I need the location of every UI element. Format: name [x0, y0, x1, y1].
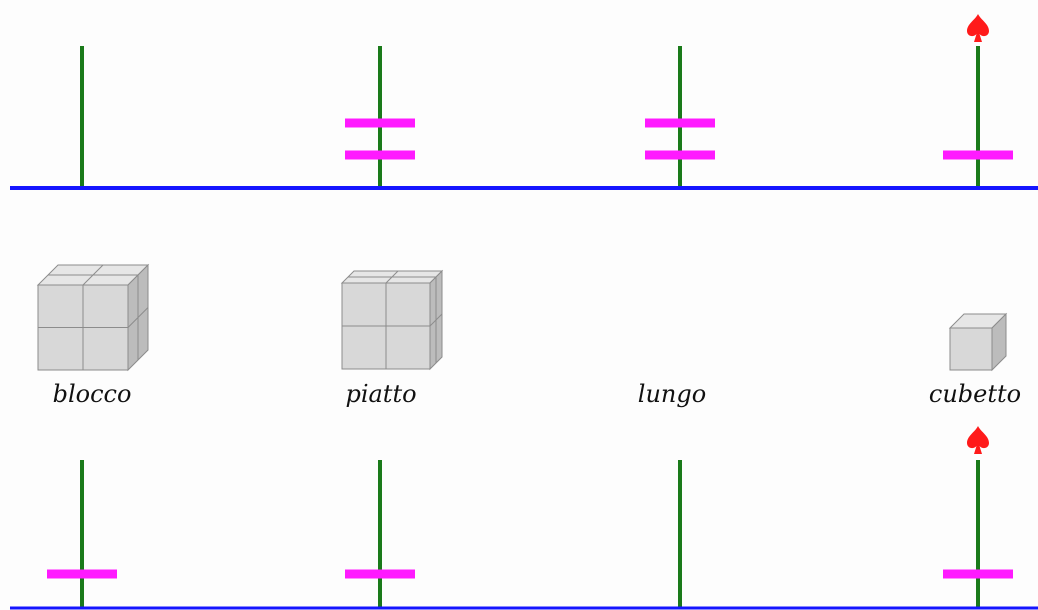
abacus-bead-bar — [943, 569, 1013, 579]
spade-shape — [967, 426, 989, 454]
abacus-column-4 — [943, 426, 1013, 608]
cube-front-face — [949, 327, 993, 371]
label-blocco: blocco — [53, 380, 132, 408]
abacus-bead-bar — [345, 118, 415, 128]
bottom-abacus-panel — [10, 426, 1038, 610]
abacus-column-4 — [943, 14, 1013, 188]
abacus-column-2 — [345, 46, 415, 188]
abacus-bead-bar — [345, 150, 415, 160]
abacus-column-3 — [645, 46, 715, 188]
spade-icon — [967, 426, 989, 454]
abacus-bead-bar — [47, 569, 117, 579]
abacus-column-2 — [345, 460, 415, 608]
label-lungo: lungo — [638, 380, 706, 408]
flat-block-icon — [340, 269, 444, 371]
abacus-bead-bar — [345, 569, 415, 579]
abacus-bead-bar — [943, 150, 1013, 160]
label-cubetto: cubetto — [929, 380, 1021, 408]
spade-icon — [967, 14, 989, 42]
label-piatto: piatto — [345, 380, 416, 408]
abacus-bead-bar — [645, 150, 715, 160]
large-block-icon — [36, 263, 150, 372]
spade-shape — [967, 14, 989, 42]
abacus-column-1 — [47, 460, 117, 608]
block-row — [36, 263, 1008, 372]
abacus-bead-bar — [645, 118, 715, 128]
small-cube-icon — [948, 312, 1008, 372]
top-abacus-panel — [10, 14, 1038, 190]
